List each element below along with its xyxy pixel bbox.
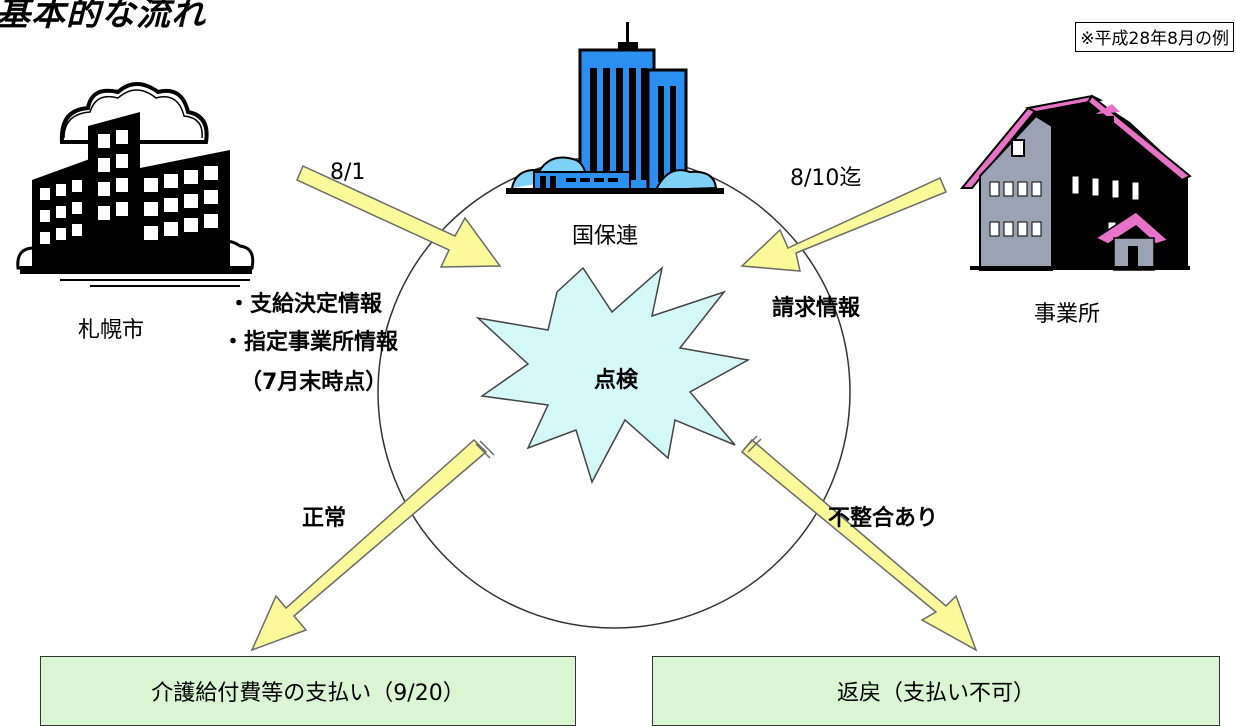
return-result-label: 返戻（支払い不可） — [836, 681, 1035, 706]
federation-label: 国保連 — [572, 224, 639, 249]
office-house-icon — [959, 94, 1192, 271]
mismatch-label: 不整合あり — [828, 506, 939, 531]
city-date-label: 8/1 — [330, 160, 366, 185]
payment-result-label: 介護給付費等の支払い（9/20） — [151, 681, 465, 706]
federation-building-icon — [506, 22, 724, 194]
normal-label: 正常 — [302, 506, 347, 531]
page-title: 基本的な流れ — [0, 0, 206, 34]
check-burst — [475, 265, 751, 484]
city-label: 札幌市 — [78, 318, 145, 343]
arrow-center-to-payment — [250, 438, 488, 652]
check-label: 点検 — [594, 368, 639, 393]
example-note: ※平成28年8月の例 — [1075, 22, 1234, 52]
as-of-end-of-july: （7月末時点） — [240, 370, 388, 395]
office-date-label: 8/10迄 — [790, 166, 862, 191]
payment-box: 介護給付費等の支払い（9/20） — [40, 656, 576, 726]
designated-office-info: ・指定事業所情報 — [222, 330, 399, 355]
return-box: 返戻（支払い不可） — [652, 656, 1220, 726]
office-label: 事業所 — [1034, 302, 1101, 327]
arrow-city-to-center — [296, 164, 502, 268]
city-building-icon — [16, 82, 255, 287]
arrow-center-to-return — [740, 438, 978, 652]
payment-decision-info: ・支給決定情報 — [228, 292, 383, 317]
arrow-office-to-center — [740, 176, 947, 272]
billing-info-label: 請求情報 — [772, 296, 861, 321]
